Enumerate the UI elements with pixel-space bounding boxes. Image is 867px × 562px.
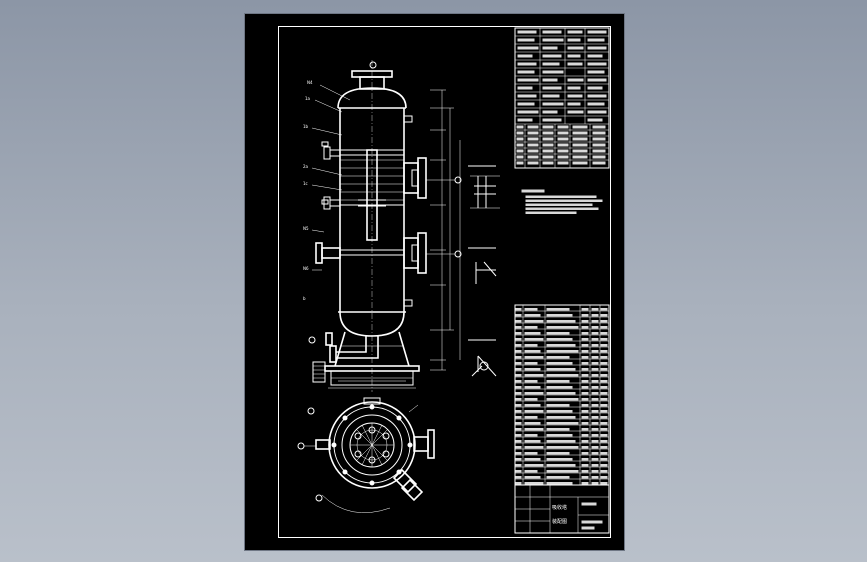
svg-text:N6: N6 <box>303 266 309 271</box>
svg-text:1b: 1b <box>303 124 309 129</box>
detail-views <box>468 165 500 377</box>
svg-text:2a: 2a <box>303 164 309 169</box>
svg-text:b: b <box>303 296 306 301</box>
plan-view <box>297 397 435 514</box>
svg-text:N5: N5 <box>303 226 309 231</box>
drawing-name-line1: 吸收塔 <box>552 504 567 511</box>
column-elevation: N4 1a 1b 2a 1c N5 N6 b <box>303 60 462 415</box>
title-block: 吸收塔 装配图 <box>514 484 610 534</box>
svg-text:N4: N4 <box>307 80 313 85</box>
drawing-name-line2: 装配图 <box>552 518 567 525</box>
drawing-border <box>278 26 611 538</box>
design-data-table <box>514 27 610 169</box>
parts-list-table <box>514 304 610 486</box>
technical-requirements <box>521 189 603 214</box>
svg-text:1c: 1c <box>303 181 308 186</box>
svg-text:1a: 1a <box>305 96 311 101</box>
